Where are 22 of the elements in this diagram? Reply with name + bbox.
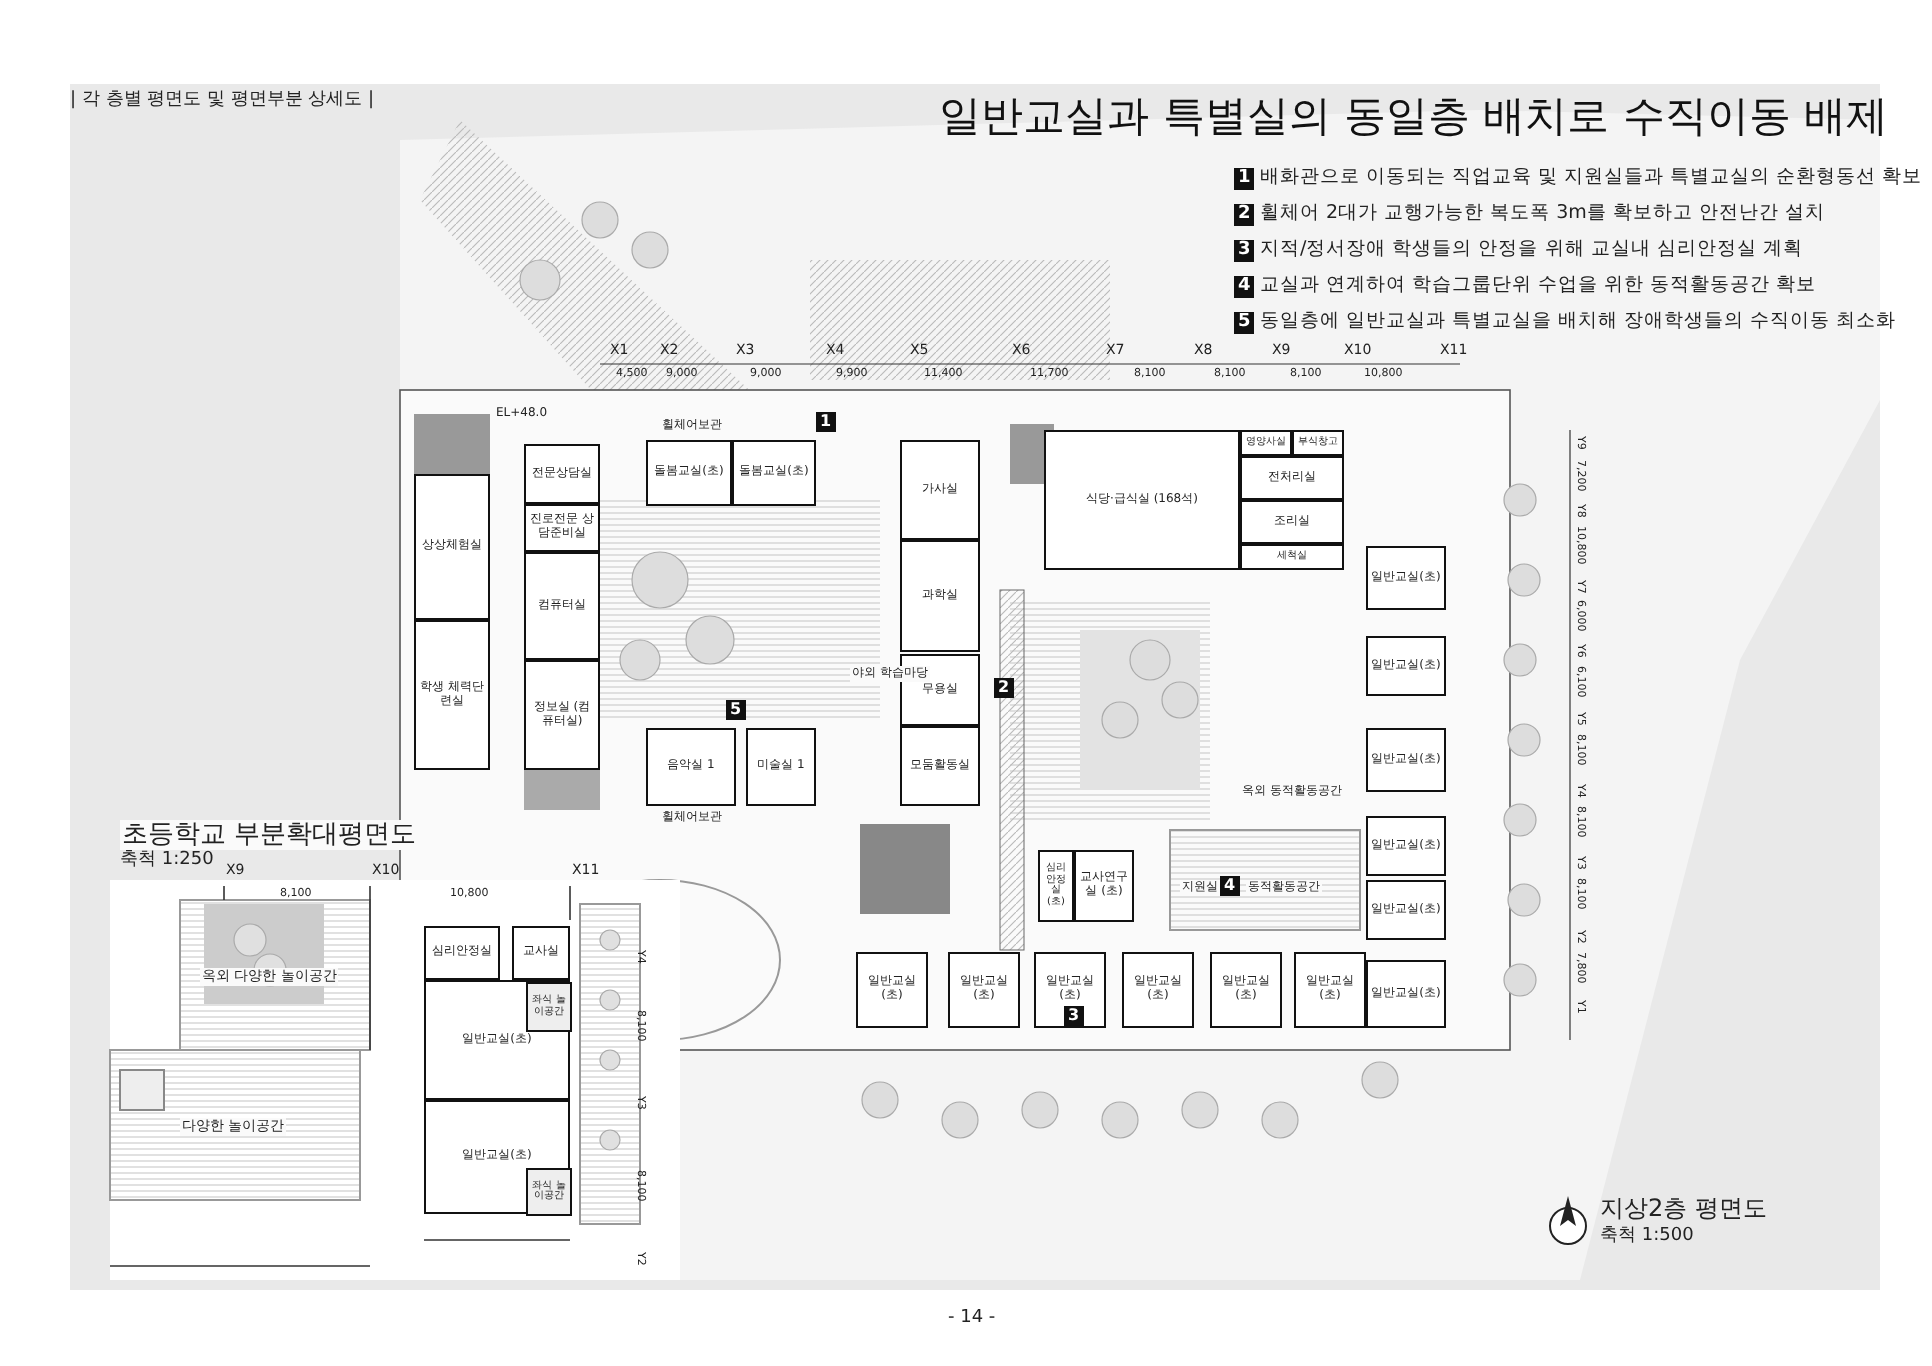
callout-number: 4 (1220, 876, 1240, 896)
section-tag: | 각 층별 평면도 및 평면부분 상세도 | (70, 92, 375, 110)
callout-number: 2 (1234, 204, 1255, 226)
note-text: 배화관으로 이동되는 직업교육 및 지원실들과 특별교실의 순환형동선 확보 (1260, 168, 1923, 187)
note-text: 교실과 연계하여 학습그룹단위 수업을 위한 동적활동공간 확보 (1260, 276, 1817, 295)
note-text: 휠체어 2대가 교행가능한 복도폭 3m를 확보하고 안전난간 설치 (1260, 204, 1825, 223)
scale-text: 축척 1:250 (120, 852, 214, 870)
callout-number: 1 (1234, 168, 1255, 190)
callout-number: 3 (1234, 240, 1255, 262)
plan-title: 지상2층 평면도 (1600, 1196, 1767, 1220)
scale-text: 축척 1:500 (1600, 1228, 1694, 1246)
note-text: 동일층에 일반교실과 특별교실을 배치해 장애학생들의 수직이동 최소화 (1260, 312, 1897, 331)
note-text: 지적/정서장애 학생들의 안정을 위해 교실내 심리안정실 계획 (1260, 240, 1803, 259)
plan-title: 초등학교 부분확대평면도 (120, 820, 419, 850)
callout-number: 5 (1234, 312, 1255, 334)
callout-number: 3 (1064, 1006, 1084, 1026)
callout-number: 4 (1234, 276, 1255, 298)
callout-number: 1 (816, 412, 836, 432)
page-number: - 14 - (948, 1310, 996, 1328)
callout-number: 5 (726, 700, 746, 720)
callout-number: 2 (994, 678, 1014, 698)
title: 일반교실과 특별실의 동일층 배치로 수직이동 배제 (939, 90, 1888, 144)
